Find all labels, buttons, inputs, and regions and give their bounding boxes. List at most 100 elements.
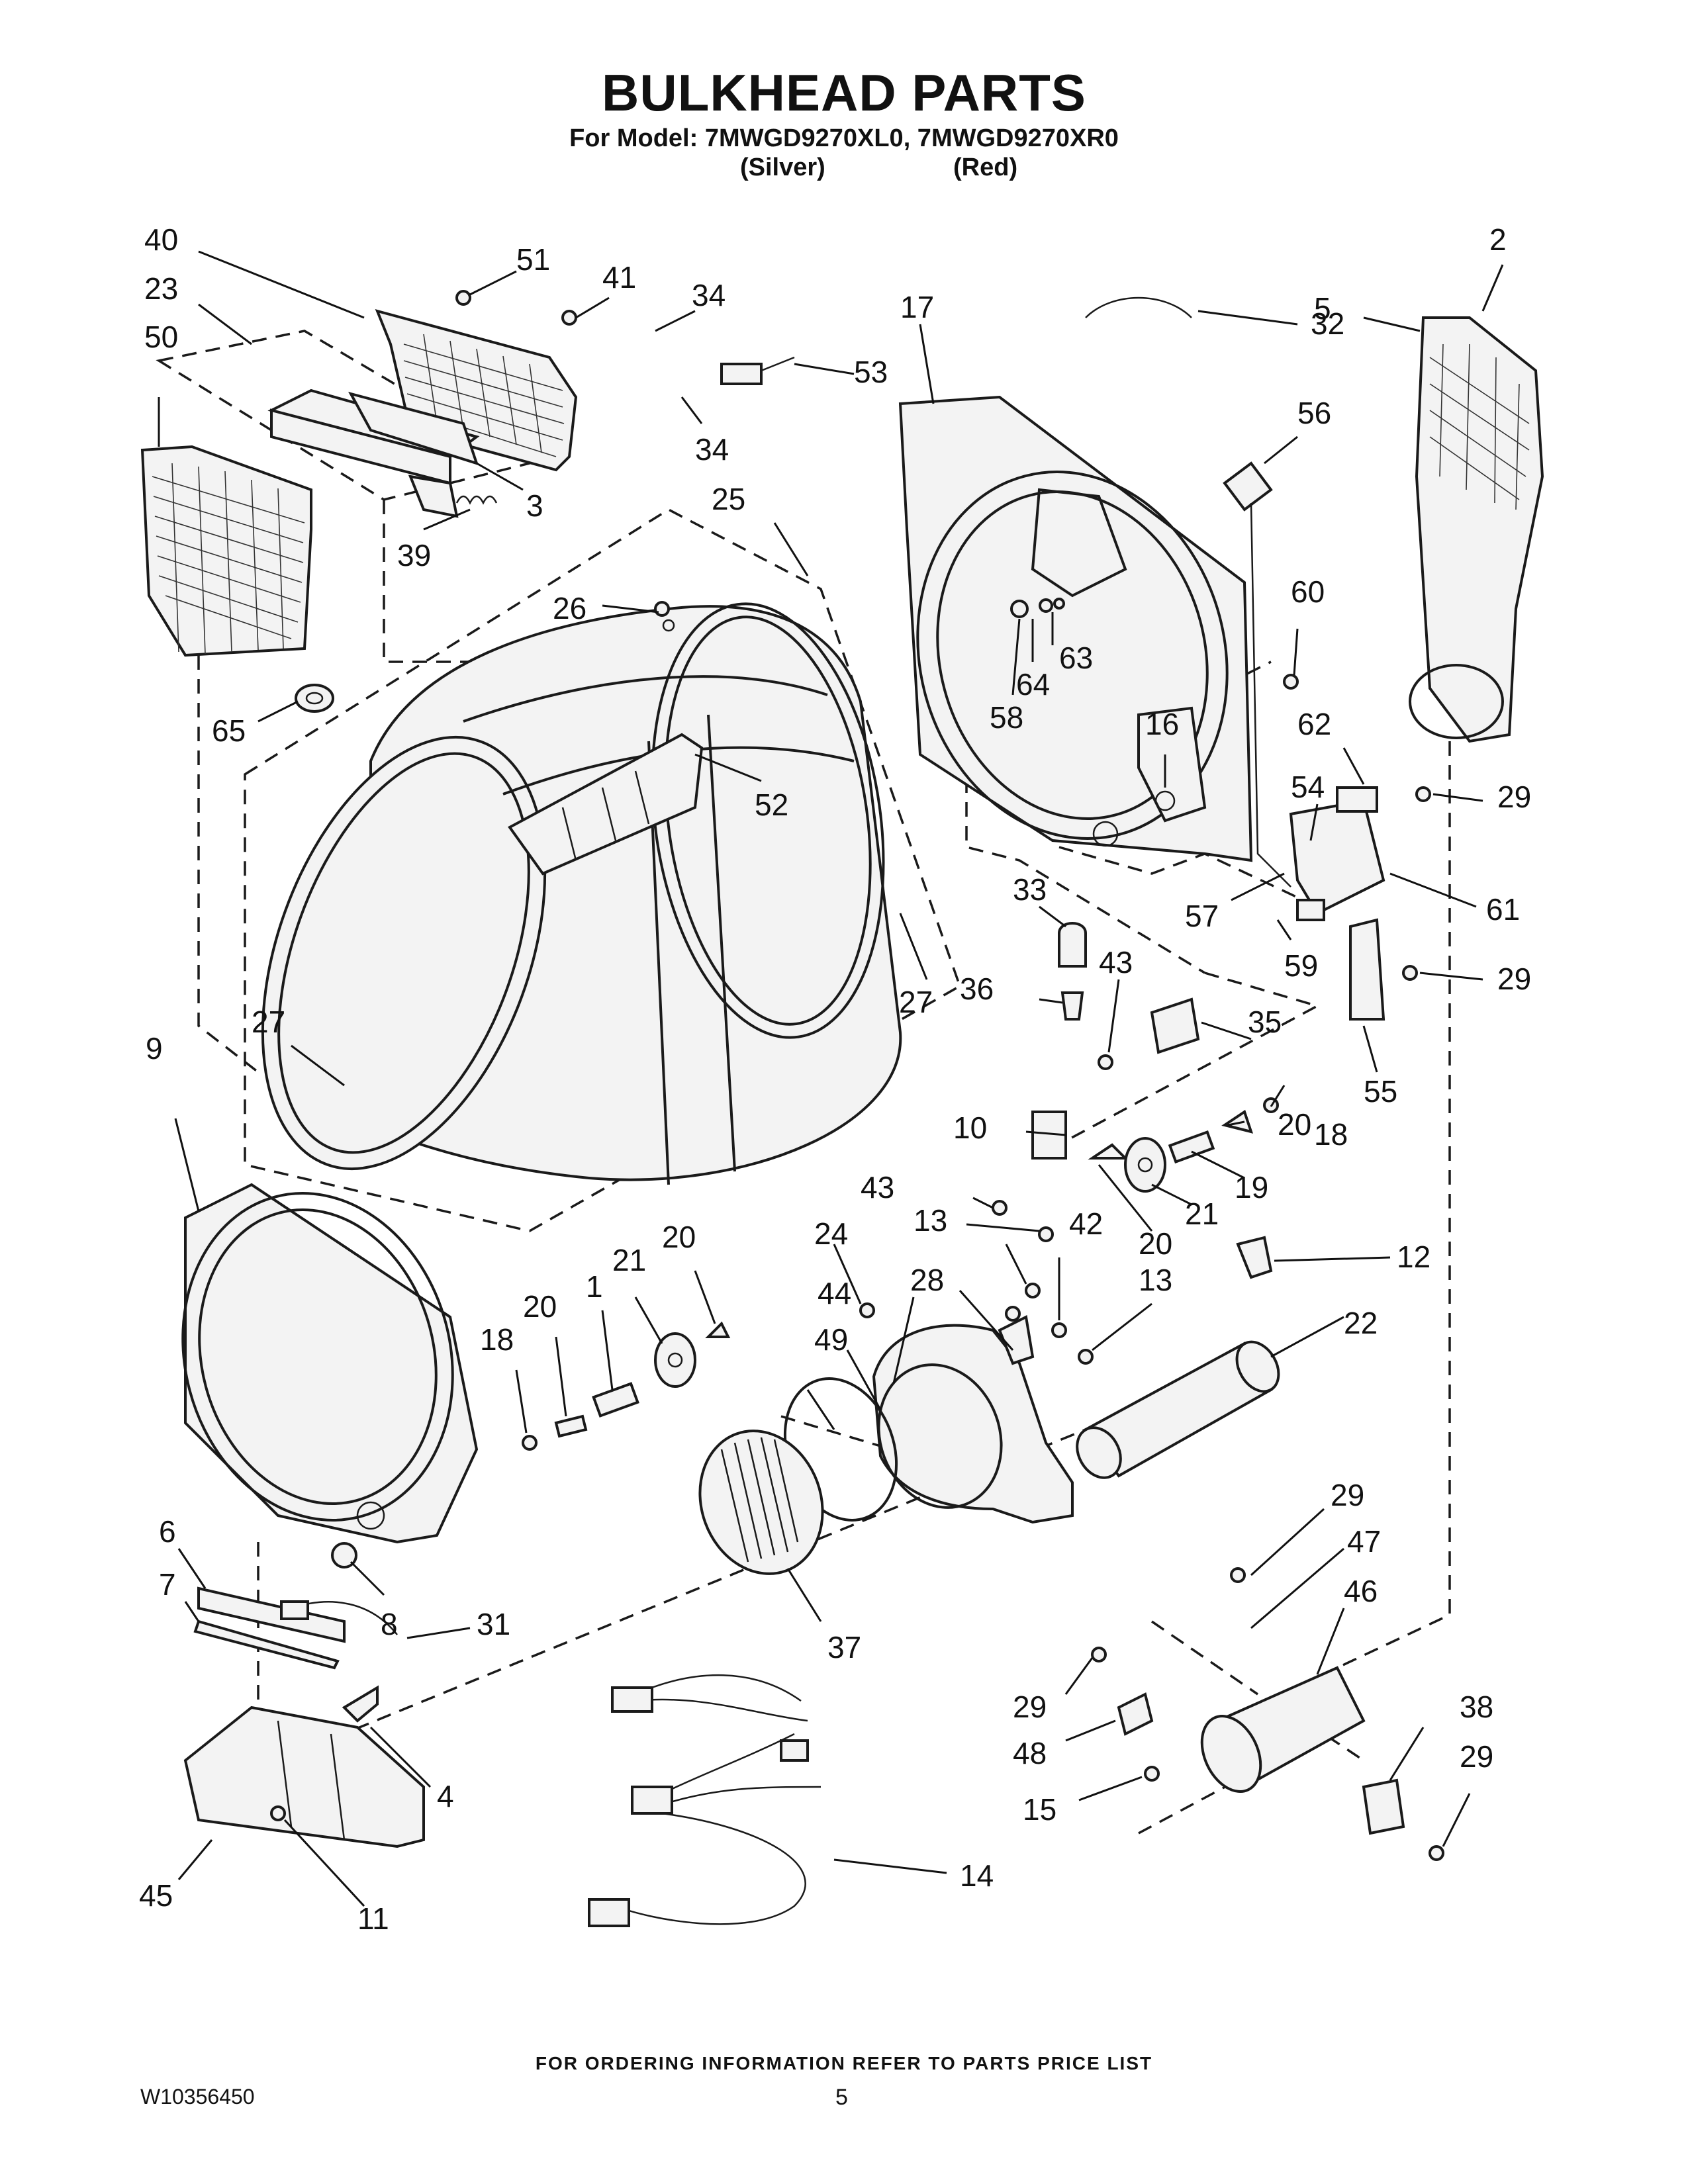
- callout: 34: [695, 432, 729, 467]
- callout: 20: [1139, 1226, 1172, 1261]
- callout: 43: [861, 1170, 894, 1205]
- burner-tube: [1200, 1666, 1366, 1793]
- callout: 15: [1023, 1792, 1056, 1827]
- callout: 10: [953, 1111, 987, 1145]
- callout: 1: [586, 1269, 603, 1304]
- callout: 48: [1013, 1736, 1047, 1770]
- callout: 3: [526, 488, 543, 523]
- spring: [455, 495, 498, 505]
- callout: 51: [516, 242, 550, 277]
- callout: 13: [914, 1203, 947, 1238]
- callout: 46: [1344, 1574, 1378, 1608]
- callout: 29: [1497, 962, 1531, 996]
- callout: 29: [1331, 1478, 1364, 1512]
- callout: 58: [990, 700, 1023, 735]
- callout: 18: [480, 1322, 514, 1357]
- dryer-drum: [261, 602, 902, 1185]
- callout: 29: [1497, 780, 1531, 814]
- front-bulkhead: [181, 1183, 479, 1544]
- callout: 62: [1297, 707, 1331, 741]
- page-number: 5: [835, 2085, 848, 2110]
- bracket-48: [1117, 1692, 1154, 1736]
- callout: 34: [692, 278, 726, 312]
- leader-lines: [158, 250, 1504, 1907]
- callout: 24: [814, 1216, 848, 1251]
- callout: 23: [144, 271, 178, 306]
- callout: 11: [357, 1901, 389, 1936]
- bracket: [342, 1685, 379, 1723]
- callout: 16: [1145, 707, 1179, 741]
- callout: 36: [960, 972, 994, 1006]
- callout: 14: [960, 1858, 994, 1893]
- callout: 28: [910, 1263, 944, 1297]
- callout: 9: [146, 1031, 163, 1066]
- seal-strip: [193, 1619, 340, 1670]
- callout: 38: [1460, 1690, 1493, 1724]
- callout: 54: [1291, 770, 1325, 804]
- callout: 44: [818, 1276, 851, 1310]
- callout: 60: [1291, 574, 1325, 609]
- lint-screen: [140, 445, 312, 657]
- callout: 8: [381, 1607, 398, 1641]
- callout: 45: [139, 1878, 173, 1913]
- callout: 17: [900, 290, 934, 324]
- lint-duct: [267, 388, 480, 518]
- callout: 27: [252, 1005, 285, 1039]
- front-bearing-set: [522, 1321, 731, 1451]
- belt-32: [1085, 296, 1192, 318]
- callout: 63: [1059, 641, 1093, 675]
- callout-labels: 40 51 41 34 34 3 39 23 50 65 25 26 52 27…: [139, 222, 1531, 1936]
- callout: 29: [1460, 1739, 1493, 1774]
- callout: 6: [159, 1514, 176, 1549]
- page-title: BULKHEAD PARTS: [602, 64, 1086, 122]
- callout: 55: [1364, 1074, 1397, 1109]
- blower-housing: [872, 1315, 1074, 1524]
- rear-bulkhead: [898, 395, 1253, 862]
- callout: 18: [1314, 1117, 1348, 1152]
- callout: 59: [1284, 948, 1318, 983]
- callout: 49: [814, 1322, 848, 1357]
- callout: 57: [1185, 899, 1219, 933]
- callout: 33: [1013, 872, 1047, 907]
- model-line: For Model: 7MWGD9270XL0, 7MWGD9270XR0: [569, 124, 1119, 152]
- blower-wheel: [698, 1430, 824, 1575]
- bracket-35: [1150, 997, 1200, 1054]
- front-bulkhead-panel: [1409, 316, 1544, 743]
- callout: 39: [397, 538, 431, 572]
- callout: 64: [1016, 667, 1050, 702]
- callout: 32: [1311, 306, 1344, 341]
- variant-red: (Red): [953, 154, 1018, 181]
- drum-baffle: [508, 733, 704, 876]
- callout: 50: [144, 320, 178, 354]
- callout: 56: [1297, 396, 1331, 430]
- callout: 25: [712, 482, 745, 516]
- callout: 65: [212, 713, 246, 748]
- callout: 37: [827, 1630, 861, 1664]
- callout: 22: [1344, 1306, 1378, 1340]
- document-number: W10356450: [140, 2085, 255, 2109]
- grommet: [295, 684, 334, 713]
- drum-support: [1058, 922, 1087, 968]
- callout: 20: [523, 1289, 557, 1324]
- ordering-note: FOR ORDERING INFORMATION REFER TO PARTS …: [535, 2053, 1153, 2073]
- wire-harness: [588, 1674, 821, 1927]
- callout: 61: [1486, 892, 1520, 927]
- callout: 40: [144, 222, 178, 257]
- igniter-38: [1362, 1778, 1405, 1835]
- callout: 4: [437, 1779, 454, 1813]
- gas-valve-assembly: [1223, 461, 1385, 1021]
- callout: 21: [612, 1243, 646, 1277]
- callout: 12: [1397, 1240, 1430, 1274]
- callout: 52: [755, 788, 788, 822]
- callout: 20: [662, 1220, 696, 1254]
- sensor-53: [720, 356, 795, 385]
- fastener-36: [1060, 991, 1084, 1021]
- fasteners: [270, 290, 1444, 1861]
- nut: [331, 1542, 357, 1569]
- callout: 35: [1248, 1005, 1282, 1039]
- lint-chute: [183, 1706, 425, 1848]
- exhaust-duct: [1076, 1340, 1280, 1479]
- callout: 41: [602, 260, 636, 295]
- callout: 7: [159, 1567, 176, 1602]
